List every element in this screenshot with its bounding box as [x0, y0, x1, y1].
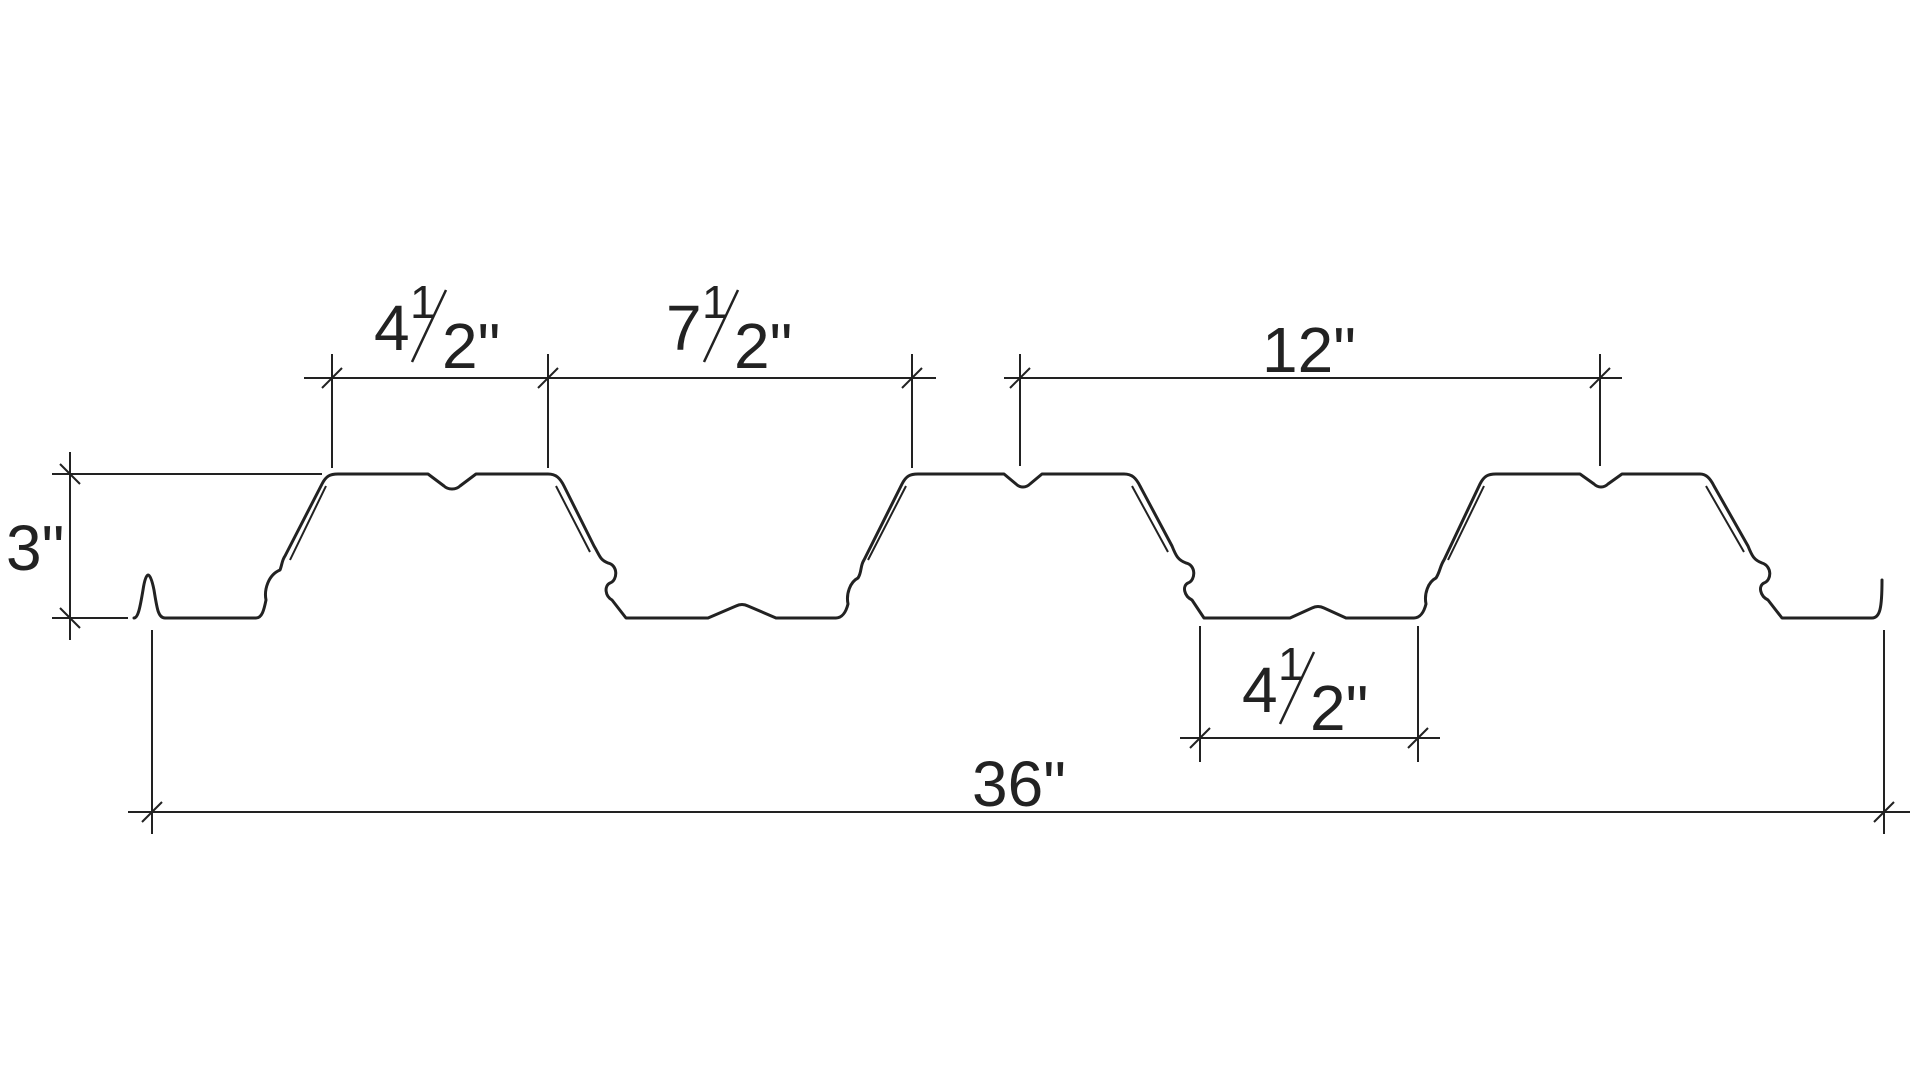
- rib-opening-whole: 7: [666, 292, 702, 364]
- pitch-tick-right: [1589, 367, 1611, 389]
- height-tick-top: [59, 463, 81, 485]
- web-5-inner: [1447, 485, 1485, 561]
- bottom-flange-dimension: 4 1 2": [1180, 626, 1440, 762]
- coverage-tick-left: [141, 801, 163, 823]
- web-3-inner: [867, 485, 907, 561]
- top-flange-tick-left: [321, 367, 343, 389]
- rib-opening-tick-right: [901, 367, 923, 389]
- coverage-label: 36": [972, 748, 1066, 820]
- bottom-flange-fraction-slash: [1278, 651, 1316, 725]
- pitch-tick-left: [1009, 367, 1031, 389]
- top-flange-whole: 4: [374, 292, 410, 364]
- web-1-inner: [289, 485, 327, 561]
- top-flange-fraction-slash: [410, 289, 448, 363]
- web-6-inner: [1705, 485, 1745, 553]
- top-flange-fraction-den: 2": [442, 310, 500, 382]
- coverage-tick-right: [1873, 801, 1895, 823]
- bottom-flange-tick-right: [1407, 727, 1429, 749]
- web-2-inner: [555, 485, 591, 553]
- height-label: 3": [6, 512, 64, 584]
- bottom-flange-whole: 4: [1242, 654, 1278, 726]
- deck-profile-outline: [132, 472, 1884, 620]
- bottom-flange-tick-left: [1189, 727, 1211, 749]
- rib-opening-dimension: 7 1 2": [548, 276, 936, 468]
- pitch-label: 12": [1262, 314, 1356, 386]
- coverage-dimension: 36": [128, 630, 1910, 834]
- bottom-flange-fraction-den: 2": [1310, 672, 1368, 744]
- top-flange-dimension: 4 1 2": [304, 276, 566, 468]
- web-4-inner: [1131, 485, 1169, 553]
- pitch-dimension: 12": [1004, 314, 1622, 466]
- deck-profile: [132, 472, 1884, 620]
- height-tick-bottom: [59, 607, 81, 629]
- height-dimension: 3": [6, 452, 322, 640]
- rib-opening-fraction-slash: [702, 289, 740, 363]
- rib-opening-fraction-den: 2": [734, 310, 792, 382]
